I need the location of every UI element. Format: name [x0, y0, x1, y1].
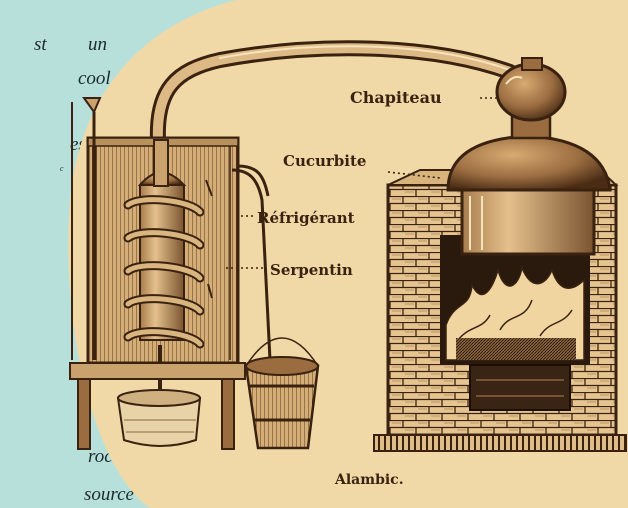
label-cucurbite: Cucurbite — [283, 152, 366, 170]
label-refrigerant: Réfrigérant — [257, 209, 355, 227]
cucurbite-boiler — [448, 136, 610, 254]
receiving-bowl — [118, 390, 200, 446]
label-chapiteau: Chapiteau — [350, 88, 442, 107]
figure-caption: Alambic. — [334, 472, 404, 488]
label-serpentin: Serpentin — [270, 261, 353, 279]
